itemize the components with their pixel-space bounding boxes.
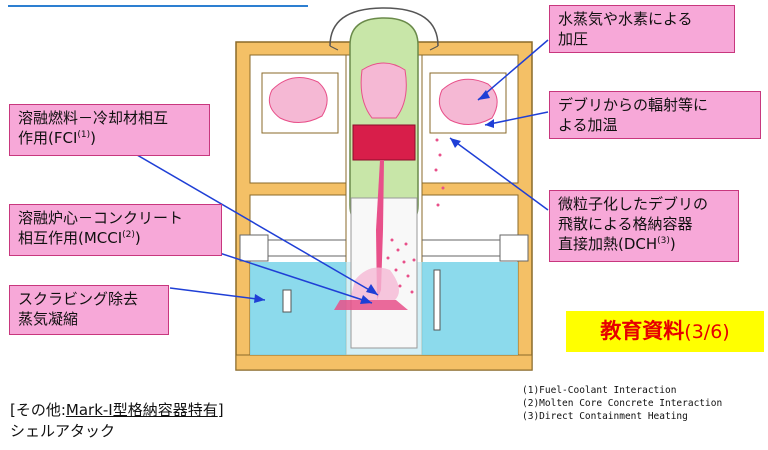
reactor-pressure-vessel bbox=[329, 7, 439, 233]
callout-scrubbing-line1: スクラビング除去 bbox=[18, 290, 139, 308]
vent-pipes bbox=[239, 234, 529, 331]
callout-pressurization-line2: 加圧 bbox=[558, 30, 589, 48]
other-note-open: [その他: bbox=[10, 401, 66, 419]
callout-fci-line2: 作用(FCI(1)) bbox=[18, 128, 201, 148]
other-note-line1: [その他:Mark-I型格納容器特有] bbox=[10, 400, 224, 421]
mcci-suffix: ) bbox=[134, 229, 141, 247]
education-material-badge: 教育資料(3/6) bbox=[566, 311, 764, 352]
callout-dch: 微粒子化したデブリの 飛散による格納容器 直接加熱(DCH(3)) bbox=[549, 190, 739, 262]
fci-prefix: 作用(FCI bbox=[18, 129, 78, 147]
footnote-list: (1)Fuel-Coolant Interaction (2)Molten Co… bbox=[522, 384, 722, 423]
callout-fci-line1: 溶融燃料－冷却材相互 bbox=[18, 109, 169, 127]
callout-fci: 溶融燃料－冷却材相互 作用(FCI(1)) bbox=[9, 104, 210, 156]
header-rule bbox=[8, 5, 308, 7]
callout-pressurization-line1: 水蒸気や水素による bbox=[558, 10, 693, 28]
other-note: [その他:Mark-I型格納容器特有] シェルアタック bbox=[10, 400, 224, 442]
callout-radiation-heating: デブリからの輻射等に よる加温 bbox=[549, 91, 761, 139]
callout-mcci-line2: 相互作用(MCCI(2)) bbox=[18, 228, 213, 248]
debris-flow bbox=[334, 160, 408, 310]
debris-blobs bbox=[268, 77, 498, 125]
callout-mcci-line1: 溶融炉心－コンクリート bbox=[18, 209, 184, 227]
callout-radiation-line1: デブリからの輻射等に bbox=[558, 96, 709, 114]
callout-dch-line2: 飛散による格納容器 bbox=[558, 215, 693, 233]
footnote-2: (2)Molten Core Concrete Interaction bbox=[522, 398, 723, 409]
other-note-line2: シェルアタック bbox=[10, 422, 116, 440]
fci-suffix: ) bbox=[90, 129, 96, 147]
mcci-prefix: 相互作用(MCCI bbox=[18, 229, 123, 247]
dch-prefix: 直接加熱(DCH bbox=[558, 235, 658, 253]
education-label-text: 教育資料 bbox=[600, 319, 685, 343]
dch-suffix: ) bbox=[669, 235, 676, 253]
debris-particles bbox=[386, 138, 445, 294]
arrow-heads bbox=[254, 90, 494, 304]
callout-scrubbing-line2: 蒸気凝縮 bbox=[18, 310, 79, 328]
callout-dch-line1: 微粒子化したデブリの bbox=[558, 195, 709, 213]
footnote-1: (1)Fuel-Coolant Interaction bbox=[522, 385, 677, 396]
callout-mcci: 溶融炉心－コンクリート 相互作用(MCCI(2)) bbox=[9, 204, 222, 256]
callout-scrubbing: スクラビング除去 蒸気凝縮 bbox=[9, 285, 169, 335]
education-label-number: (3/6) bbox=[684, 321, 730, 343]
fci-footnote-ref: (1) bbox=[77, 130, 91, 140]
dch-footnote-ref: (3) bbox=[657, 236, 670, 246]
callout-dch-line3: 直接加熱(DCH(3)) bbox=[558, 234, 730, 254]
callout-pressurization: 水蒸気や水素による 加圧 bbox=[549, 5, 735, 53]
other-note-close: ] bbox=[217, 401, 224, 419]
other-note-mark-i: Mark-I型格納容器特有 bbox=[65, 401, 218, 419]
footnote-3: (3)Direct Containment Heating bbox=[522, 411, 688, 422]
callout-radiation-line2: よる加温 bbox=[558, 116, 618, 134]
mcci-footnote-ref: (2) bbox=[122, 230, 135, 240]
